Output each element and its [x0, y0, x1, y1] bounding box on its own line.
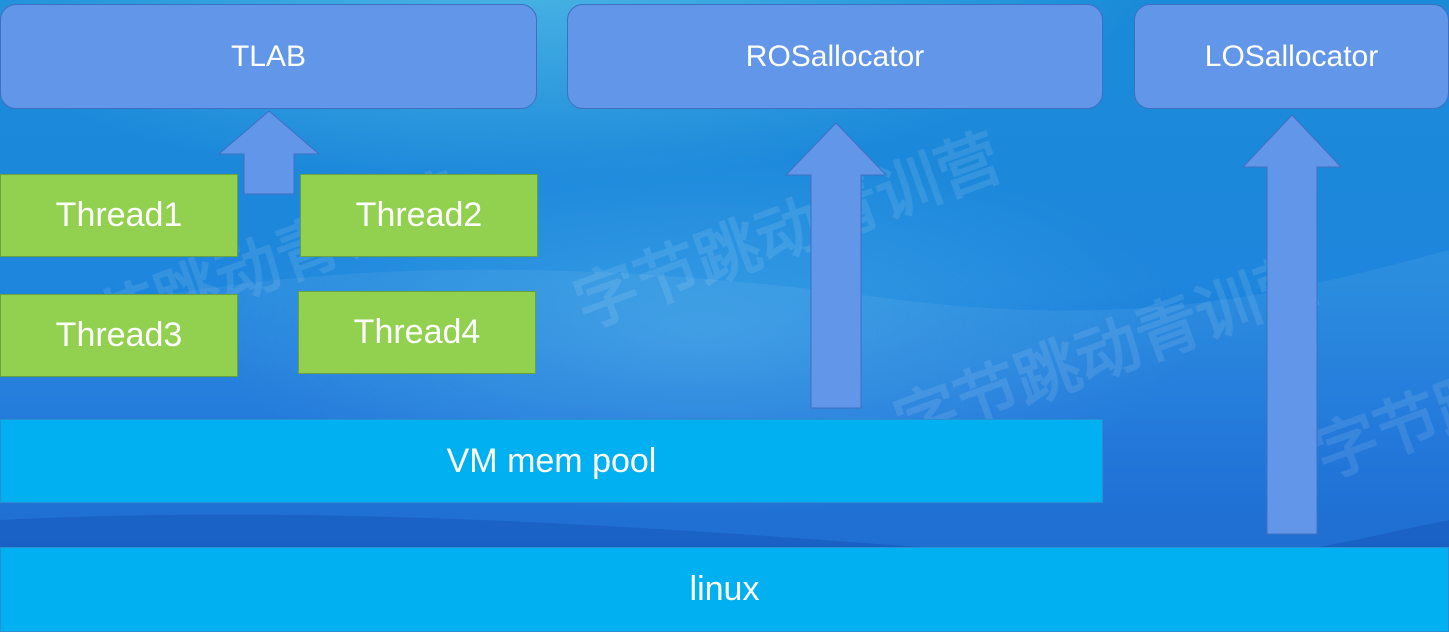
thread-label: Thread4 [353, 313, 481, 351]
los-allocator-box: LOSallocator [1134, 4, 1449, 109]
thread-label: Thread2 [355, 196, 483, 234]
ros-allocator-box: ROSallocator [567, 4, 1103, 109]
thread-box-4: Thread4 [298, 291, 536, 374]
thread-box-1: Thread1 [0, 174, 238, 257]
linux-label: linux [689, 570, 760, 608]
tlab-box: TLAB [0, 4, 537, 109]
thread-box-2: Thread2 [300, 174, 538, 257]
thread-label: Thread3 [55, 316, 183, 354]
vm-mem-pool-label: VM mem pool [446, 441, 657, 480]
arrow-pool-to-ros [784, 122, 888, 409]
thread-label: Thread1 [55, 196, 183, 234]
ros-allocator-label: ROSallocator [745, 39, 925, 73]
arrow-threads-to-tlab [217, 110, 321, 195]
tlab-label: TLAB [230, 39, 307, 73]
vm-mem-pool-bar: VM mem pool [0, 419, 1103, 503]
los-allocator-label: LOSallocator [1204, 39, 1379, 73]
arrow-linux-to-los [1241, 114, 1343, 535]
linux-bar: linux [0, 547, 1449, 632]
thread-box-3: Thread3 [0, 294, 238, 377]
